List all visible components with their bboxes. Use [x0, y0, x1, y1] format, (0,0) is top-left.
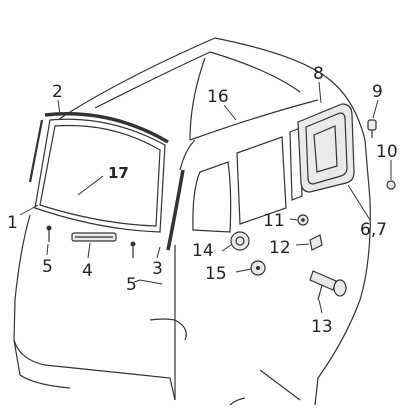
grommet-part-15: [250, 260, 266, 276]
callout-10: 10: [376, 142, 398, 162]
vehicle-body: [13, 37, 371, 406]
clip-part-12: [309, 234, 323, 251]
callout-12: 12: [269, 238, 291, 258]
callout-labels: 2 1 17 3 4 5 5 16 8 9 10 6,7 11 12 14 15…: [7, 64, 398, 337]
quarter-window-part-8: [297, 103, 355, 193]
nut-part-11: [297, 214, 309, 226]
callout-1: 1: [7, 213, 18, 233]
callout-5b: 5: [126, 275, 137, 295]
callout-17: 17: [108, 164, 129, 182]
side-windows: [192, 127, 303, 233]
callout-13: 13: [311, 317, 333, 337]
leader-lines: [19, 81, 392, 314]
callout-2: 2: [52, 82, 63, 102]
callout-11: 11: [263, 211, 285, 231]
clip-part-9: [367, 119, 377, 138]
callout-8: 8: [313, 64, 324, 84]
clip-part-5b: [130, 241, 136, 258]
grommet-part-14: [230, 231, 250, 251]
rear-glass: [34, 118, 166, 233]
callout-9: 9: [372, 82, 383, 102]
callout-14: 14: [192, 241, 214, 261]
stay-part-13: [309, 270, 347, 301]
callout-6-7: 6,7: [360, 220, 387, 240]
callout-15: 15: [205, 264, 227, 284]
molding-part-3: [166, 169, 185, 251]
brake-light-part-4: [71, 232, 117, 242]
callout-16: 16: [207, 87, 229, 107]
nut-part-10: [386, 180, 396, 190]
callout-3: 3: [152, 259, 163, 279]
weatherstrip-part-2: [28, 112, 169, 183]
clip-part-5a: [46, 225, 52, 242]
callout-5a: 5: [42, 257, 53, 277]
callout-4: 4: [82, 261, 93, 281]
